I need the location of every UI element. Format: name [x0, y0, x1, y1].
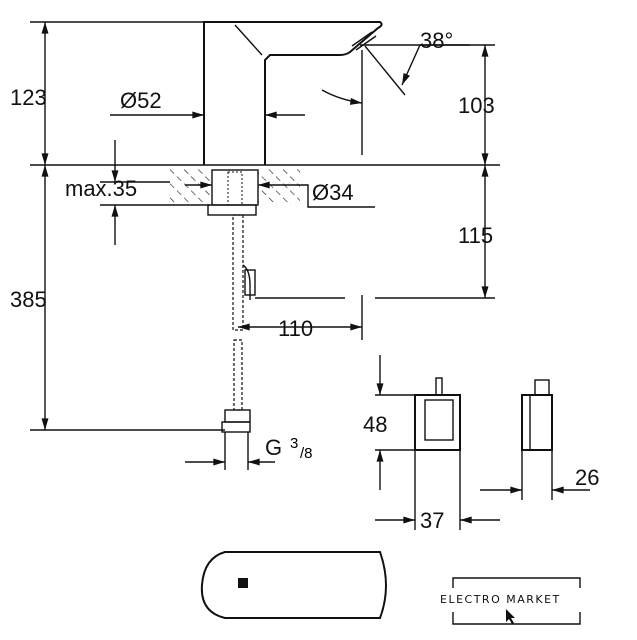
label-103: 103: [458, 93, 495, 118]
label-48: 48: [363, 412, 387, 437]
countertop-section: [170, 167, 300, 216]
label-thread-num: 3: [290, 435, 298, 452]
supply-hose: [221, 214, 256, 470]
label-26: 26: [575, 465, 599, 490]
dim-height-top: 123: [10, 22, 49, 165]
dim-reach: 110: [238, 316, 363, 341]
label-110: 110: [278, 316, 313, 341]
label-385: 385: [10, 287, 47, 312]
dim-height-total: 385: [10, 165, 49, 431]
label-115: 115: [458, 223, 493, 248]
label-38deg: 38°: [420, 28, 453, 53]
control-box-side: 26: [480, 379, 599, 500]
label-max35: max.35: [65, 176, 137, 201]
dim-diameter-52: Ø52: [110, 88, 305, 119]
label-37: 37: [420, 508, 444, 533]
logo-text: ELECTRO MARKET: [440, 593, 561, 606]
spout-top-view: [200, 551, 387, 619]
label-123: 123: [10, 85, 47, 110]
dim-thread: G 3 /8: [185, 435, 313, 466]
faucet-body: [203, 21, 383, 165]
extension-lines: [30, 21, 500, 431]
dim-angle: 38°: [321, 28, 470, 105]
label-d52: Ø52: [120, 88, 162, 113]
dim-diameter-34: Ø34: [185, 180, 375, 208]
dim-max-thickness: max.35: [65, 140, 210, 245]
label-g: G: [265, 435, 282, 460]
electro-market-logo: ELECTRO MARKET: [440, 577, 581, 625]
dim-lower-height: 115: [458, 165, 493, 299]
dim-spout-height: 103: [458, 45, 495, 165]
label-thread-den: /8: [300, 445, 313, 462]
label-d34: Ø34: [312, 180, 354, 205]
control-box-front: 48 37: [363, 355, 500, 533]
